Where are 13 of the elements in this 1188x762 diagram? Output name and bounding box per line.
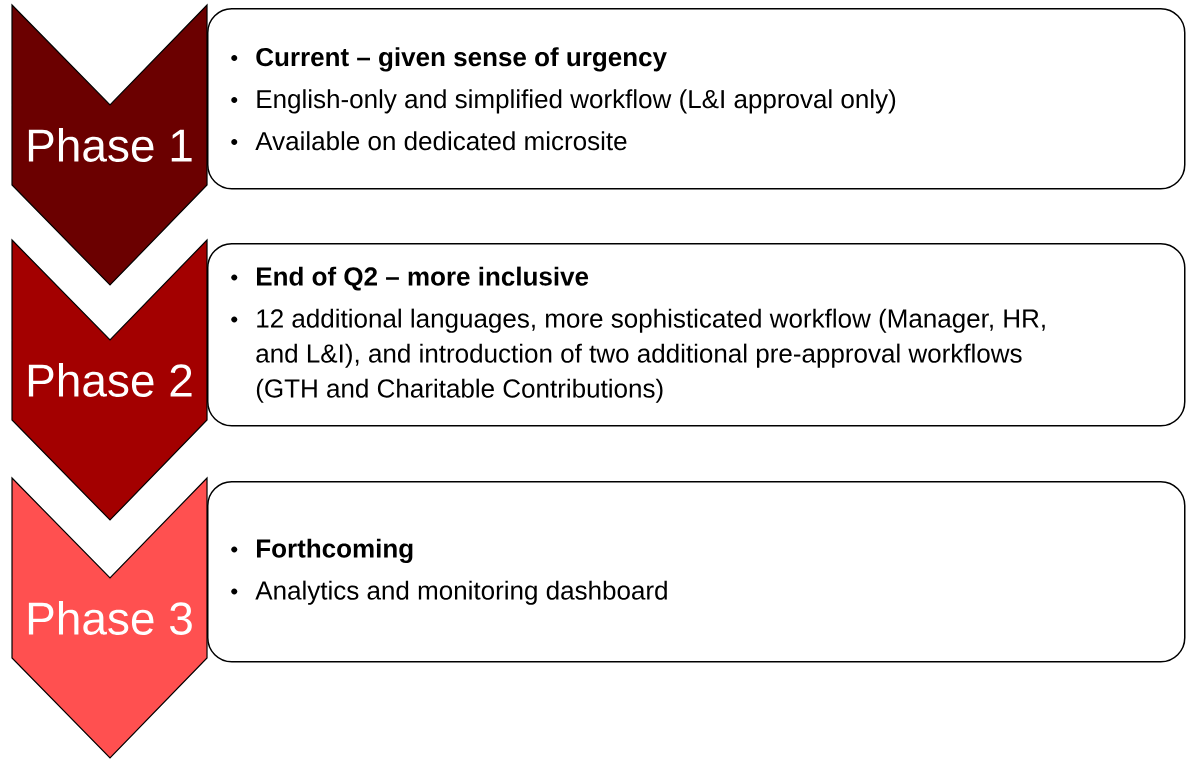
bullet-text: English-only and simplified workflow (L&I approval only) [257,89,896,114]
text-box [207,243,1186,427]
phase-banner: Phase 3 [11,476,208,759]
text-box [207,8,1186,190]
phase-banner: Phase 2 [11,238,208,521]
text-box [207,481,1186,663]
bullet-text: End of Q2 – more inclusive [257,266,589,291]
phase-banner: Phase 1 [11,3,208,286]
bullet-text: Available on dedicated microsite [255,131,627,151]
bullet-text: Forthcoming [257,538,413,563]
bullet-text: Analytics and monitoring dashboard [255,580,667,605]
bullet-text: Current – given sense of urgency [256,47,667,72]
bullet-text: 12 additional languages, more sophisticated workflow (Manager, HR, and L&I), and introduction of two additional pre-approval workflows (GTH and Charitable Contributions) [256,308,1045,403]
